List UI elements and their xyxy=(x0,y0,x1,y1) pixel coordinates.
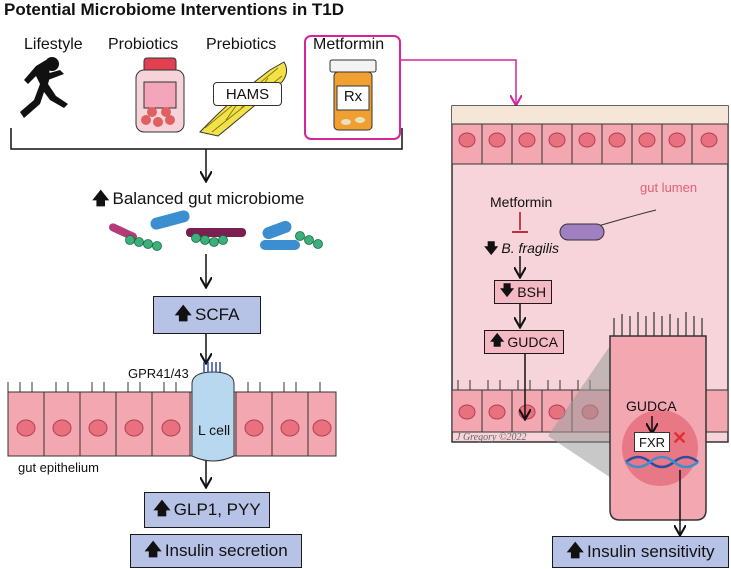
epithelium-label: gut epithelium xyxy=(18,460,99,475)
metformin-right-label: Metformin xyxy=(490,194,553,210)
probiotics-label: Probiotics xyxy=(108,36,179,53)
dna-icon xyxy=(625,455,699,469)
hams-label: HAMS xyxy=(213,82,282,106)
pill-bottle-icon xyxy=(329,59,377,131)
up-arrow-icon: 🡅 xyxy=(490,332,505,348)
l-cell xyxy=(191,371,235,462)
receptor-label: GPR41/43 xyxy=(128,366,189,381)
up-arrow-icon: 🡅 xyxy=(153,498,171,518)
b-fragilis-bacterium xyxy=(559,209,657,241)
glp1-label: GLP1, PYY xyxy=(173,500,261,519)
b-fragilis-label: B. fragilis xyxy=(501,240,559,256)
gut-lumen-label: gut lumen xyxy=(640,180,698,195)
insulin-sensitivity-label: Insulin sensitivity xyxy=(586,542,715,561)
down-arrow-icon: 🡇 xyxy=(499,282,515,298)
balanced-microbiome: 🡅Balanced gut microbiome xyxy=(92,186,304,215)
up-arrow-icon: 🡅 xyxy=(174,303,193,323)
credit-label: J Gregory ©2022 xyxy=(456,432,527,443)
figure-title: Potential Microbiome Interventions in T1… xyxy=(4,0,345,19)
balanced-microbiome-label: Balanced gut microbiome xyxy=(112,189,305,208)
down-arrow-icon: 🡇 xyxy=(484,240,499,256)
gudca-cell-label: GUDCA xyxy=(626,398,677,414)
bacteria-icon xyxy=(109,210,323,251)
blocked-x-icon: ✕ xyxy=(672,428,688,448)
insulin-secretion-label: Insulin secretion xyxy=(164,541,288,560)
lcell-label: L cell xyxy=(198,422,231,438)
prebiotics-label: Prebiotics xyxy=(206,36,277,53)
metformin-label: Metformin xyxy=(313,36,385,53)
bsh-box: 🡇BSH xyxy=(494,280,552,304)
up-arrow-icon: 🡅 xyxy=(92,189,110,208)
probiotic-jar-icon xyxy=(135,57,185,133)
fxr-label: FXR xyxy=(634,432,670,452)
insulin-secretion-box: 🡅Insulin secretion xyxy=(130,534,302,568)
lifestyle-label: Lifestyle xyxy=(24,36,83,53)
bsh-label: BSH xyxy=(517,284,547,300)
insulin-sensitivity-box: 🡅Insulin sensitivity xyxy=(552,536,729,568)
scfa-label: SCFA xyxy=(195,305,240,324)
glp1-box: 🡅GLP1, PYY xyxy=(144,492,270,528)
rx-label: Rx xyxy=(343,88,363,105)
left-epithelium xyxy=(7,382,337,457)
runner-icon xyxy=(20,57,68,118)
top-cells xyxy=(451,123,729,165)
gudca-box: 🡅GUDCA xyxy=(484,330,564,354)
up-arrow-icon: 🡅 xyxy=(144,539,162,559)
b-fragilis: 🡇B. fragilis xyxy=(484,238,559,262)
scfa-box: 🡅SCFA xyxy=(153,296,261,334)
up-arrow-icon: 🡅 xyxy=(566,540,584,560)
gudca-label: GUDCA xyxy=(507,334,558,350)
